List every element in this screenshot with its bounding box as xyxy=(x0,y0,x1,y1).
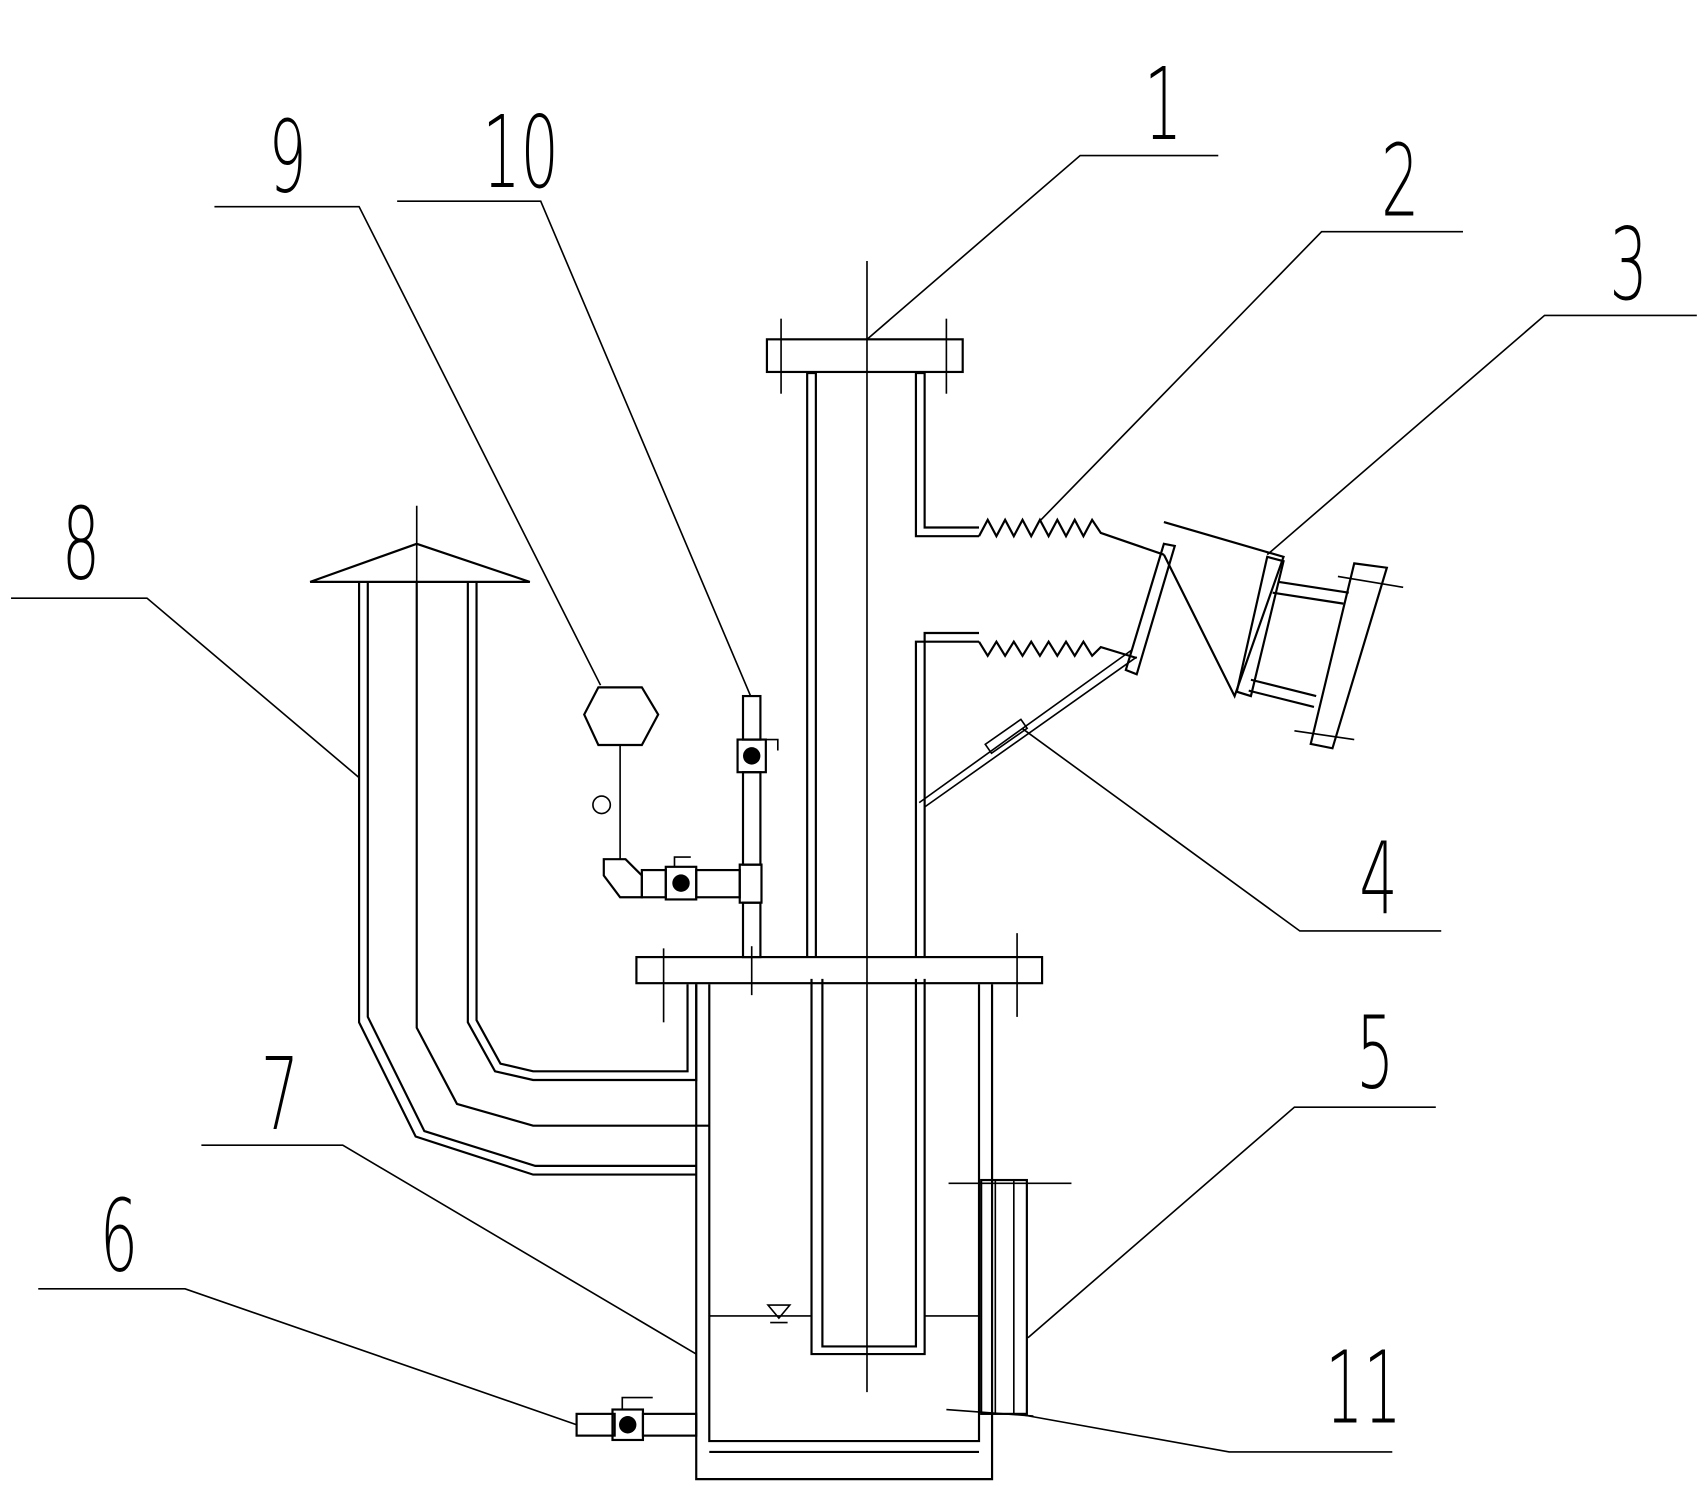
label-3: 3 xyxy=(1609,207,1647,323)
label-8: 8 xyxy=(62,486,100,602)
central-pipe xyxy=(765,261,980,1393)
drain-valve xyxy=(575,1396,698,1442)
pressure-gauge-assembly xyxy=(583,686,779,996)
outlet-flange xyxy=(1124,520,1404,750)
label-6: 6 xyxy=(100,1178,138,1294)
label-4: 4 xyxy=(1359,821,1397,937)
label-11: 11 xyxy=(1325,1330,1401,1446)
vent-pipe xyxy=(309,505,710,1176)
vessel xyxy=(635,933,1044,1481)
label-5: 5 xyxy=(1356,995,1394,1111)
label-9: 9 xyxy=(268,99,306,215)
label-10: 10 xyxy=(482,95,558,211)
support-rod xyxy=(918,649,1138,808)
leader-lines xyxy=(11,154,1697,1453)
label-2: 2 xyxy=(1381,123,1419,239)
bellows xyxy=(978,517,1165,660)
part-labels: 1 2 3 4 5 6 7 8 9 10 11 xyxy=(62,47,1648,1447)
label-7: 7 xyxy=(261,1037,299,1153)
level-gauge xyxy=(946,1178,1072,1417)
label-1: 1 xyxy=(1144,47,1182,163)
